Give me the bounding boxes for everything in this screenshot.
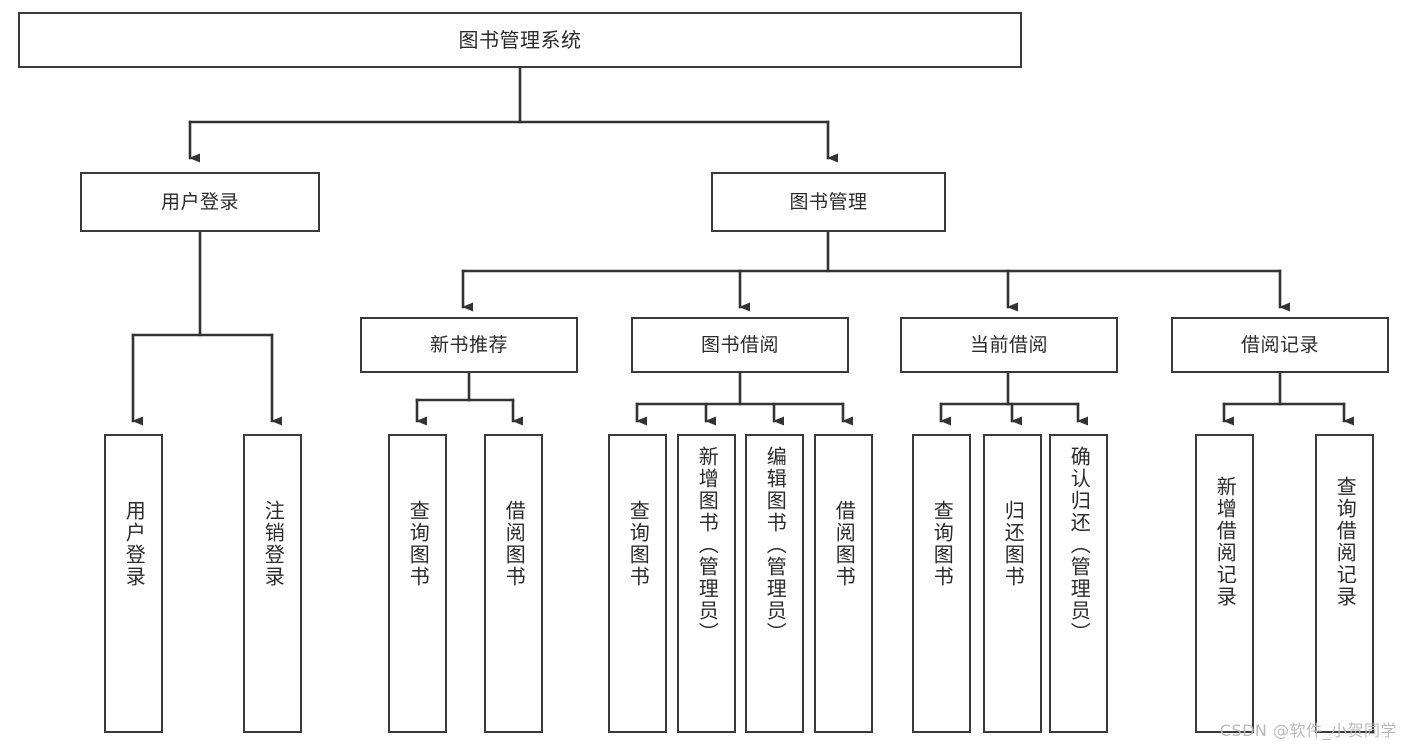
node-label: 新书推荐 [429,333,508,356]
node-new-book-recommend[interactable]: 新书推荐 [360,317,578,373]
node-label: 图书借阅 [700,333,779,356]
leaf-query-book-current[interactable]: 查询图书 [912,434,971,733]
node-label: 查询图书 [626,500,651,588]
node-label: 用户登录 [122,500,147,588]
leaf-borrow-book-recommend[interactable]: 借阅图书 [484,434,543,733]
node-label: 查询借阅记录 [1333,476,1358,608]
node-root-book-management-system[interactable]: 图书管理系统 [18,12,1022,68]
node-borrow-record[interactable]: 借阅记录 [1171,317,1389,373]
leaf-query-book-borrow[interactable]: 查询图书 [608,434,667,733]
node-label: 图书管理 [789,190,868,213]
node-label: 查询图书 [406,500,431,588]
node-label: 确认归还（管理员） [1067,446,1092,644]
node-label: 用户登录 [160,190,239,213]
node-label: 查询图书 [930,500,955,588]
node-book-borrow[interactable]: 图书借阅 [631,317,849,373]
leaf-add-book-admin[interactable]: 新增图书（管理员） [677,434,736,733]
node-label: 当前借阅 [969,333,1048,356]
leaf-logout[interactable]: 注销登录 [243,434,302,733]
node-user-login[interactable]: 用户登录 [80,172,320,232]
node-current-borrow[interactable]: 当前借阅 [900,317,1118,373]
node-label: 借阅图书 [832,500,857,588]
leaf-user-login[interactable]: 用户登录 [104,434,163,733]
node-label: 图书管理系统 [458,28,582,52]
node-book-management[interactable]: 图书管理 [711,172,946,232]
node-label: 借阅记录 [1240,333,1319,356]
node-label: 新增借阅记录 [1213,476,1238,608]
node-label: 新增图书（管理员） [695,446,720,644]
node-label: 编辑图书（管理员） [763,446,788,644]
node-label: 归还图书 [1001,500,1026,588]
leaf-borrow-book[interactable]: 借阅图书 [814,434,873,733]
leaf-add-borrow-record[interactable]: 新增借阅记录 [1195,434,1254,733]
leaf-query-borrow-record[interactable]: 查询借阅记录 [1315,434,1374,733]
leaf-query-book-recommend[interactable]: 查询图书 [388,434,447,733]
leaf-edit-book-admin[interactable]: 编辑图书（管理员） [745,434,804,733]
leaf-return-book[interactable]: 归还图书 [983,434,1042,733]
node-label: 注销登录 [261,500,286,588]
node-label: 借阅图书 [502,500,527,588]
leaf-confirm-return-admin[interactable]: 确认归还（管理员） [1049,434,1108,733]
